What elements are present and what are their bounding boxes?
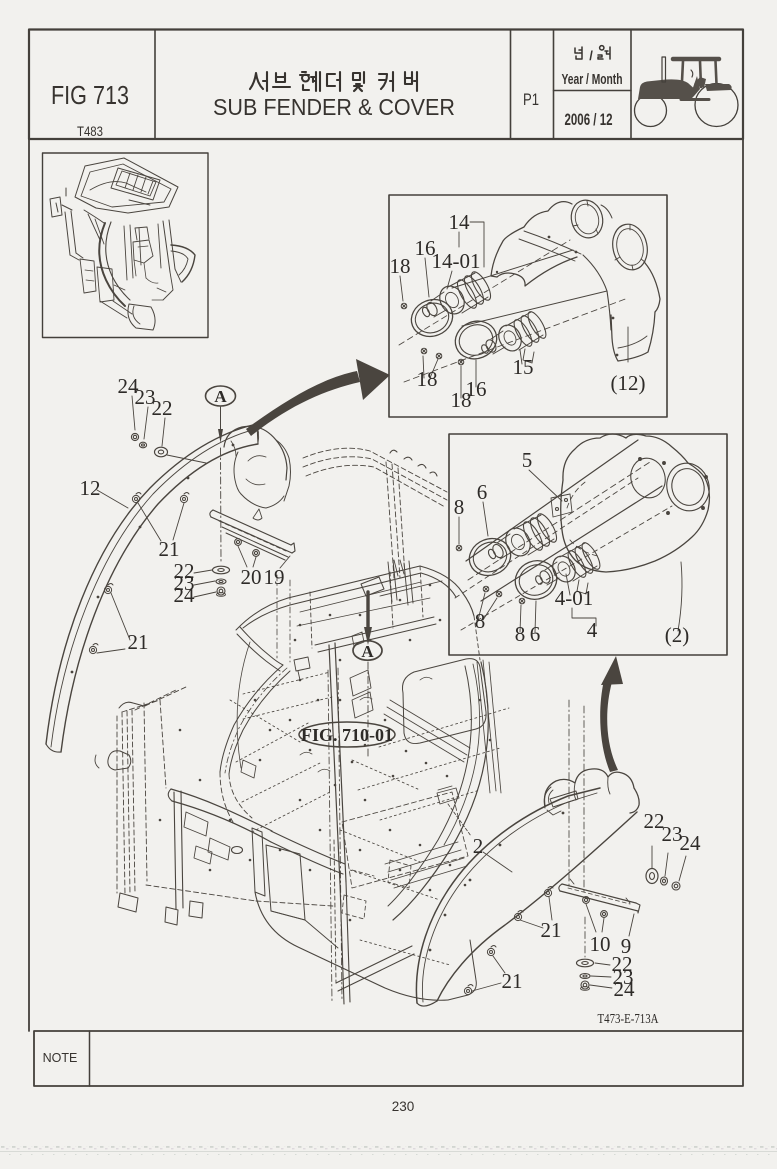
svg-text:14: 14 — [449, 210, 471, 234]
svg-text:22: 22 — [152, 396, 173, 420]
svg-text:21: 21 — [128, 630, 149, 654]
svg-text:2006 / 12: 2006 / 12 — [565, 111, 613, 129]
svg-text:20: 20 — [241, 565, 262, 589]
svg-text:15: 15 — [513, 355, 534, 379]
svg-text:22: 22 — [644, 809, 665, 833]
svg-text:14-01: 14-01 — [432, 249, 481, 273]
svg-text:2: 2 — [473, 834, 484, 858]
svg-text:12: 12 — [80, 476, 101, 500]
svg-text:(2): (2) — [665, 623, 690, 647]
svg-text:18: 18 — [451, 388, 472, 412]
svg-text:24: 24 — [680, 831, 702, 855]
svg-text:21: 21 — [541, 918, 562, 942]
svg-text:T483: T483 — [77, 124, 103, 139]
svg-text:18: 18 — [390, 254, 411, 278]
svg-text:6: 6 — [477, 480, 488, 504]
svg-text:23: 23 — [174, 571, 195, 595]
svg-text:FIG. 710-01: FIG. 710-01 — [301, 725, 393, 745]
svg-text:T473-E-713A: T473-E-713A — [598, 1012, 660, 1027]
svg-text:24: 24 — [118, 374, 140, 398]
svg-text:FIG 713: FIG 713 — [51, 80, 129, 110]
svg-text:Year / Month: Year / Month — [562, 71, 623, 88]
svg-text:/: / — [589, 48, 593, 63]
svg-text:P1: P1 — [523, 90, 539, 109]
svg-text:A: A — [214, 387, 227, 406]
svg-text:23: 23 — [135, 385, 156, 409]
svg-text:9: 9 — [621, 934, 632, 958]
svg-text:8: 8 — [515, 622, 526, 646]
svg-text:23: 23 — [613, 965, 634, 989]
svg-text:19: 19 — [264, 565, 285, 589]
svg-text:21: 21 — [502, 969, 523, 993]
svg-text:5: 5 — [522, 448, 533, 472]
svg-text:18: 18 — [417, 367, 438, 391]
svg-text:16: 16 — [415, 236, 436, 260]
svg-text:22: 22 — [174, 559, 195, 583]
svg-text:SUB FENDER & COVER: SUB FENDER & COVER — [213, 94, 455, 120]
svg-text:(12): (12) — [611, 371, 646, 395]
svg-text:16: 16 — [466, 377, 487, 401]
svg-text:24: 24 — [614, 977, 636, 1001]
svg-text:22: 22 — [612, 952, 633, 976]
svg-text:21: 21 — [159, 537, 180, 561]
svg-text:10: 10 — [590, 932, 611, 956]
svg-text:8: 8 — [454, 495, 465, 519]
svg-text:4: 4 — [587, 618, 598, 642]
svg-text:NOTE: NOTE — [43, 1051, 78, 1065]
svg-text:6: 6 — [530, 622, 541, 646]
svg-text:230: 230 — [392, 1099, 415, 1114]
svg-text:4-01: 4-01 — [555, 586, 594, 610]
svg-text:23: 23 — [662, 822, 683, 846]
svg-text:A: A — [361, 642, 374, 661]
svg-text:8: 8 — [475, 609, 486, 633]
svg-text:24: 24 — [174, 583, 196, 607]
